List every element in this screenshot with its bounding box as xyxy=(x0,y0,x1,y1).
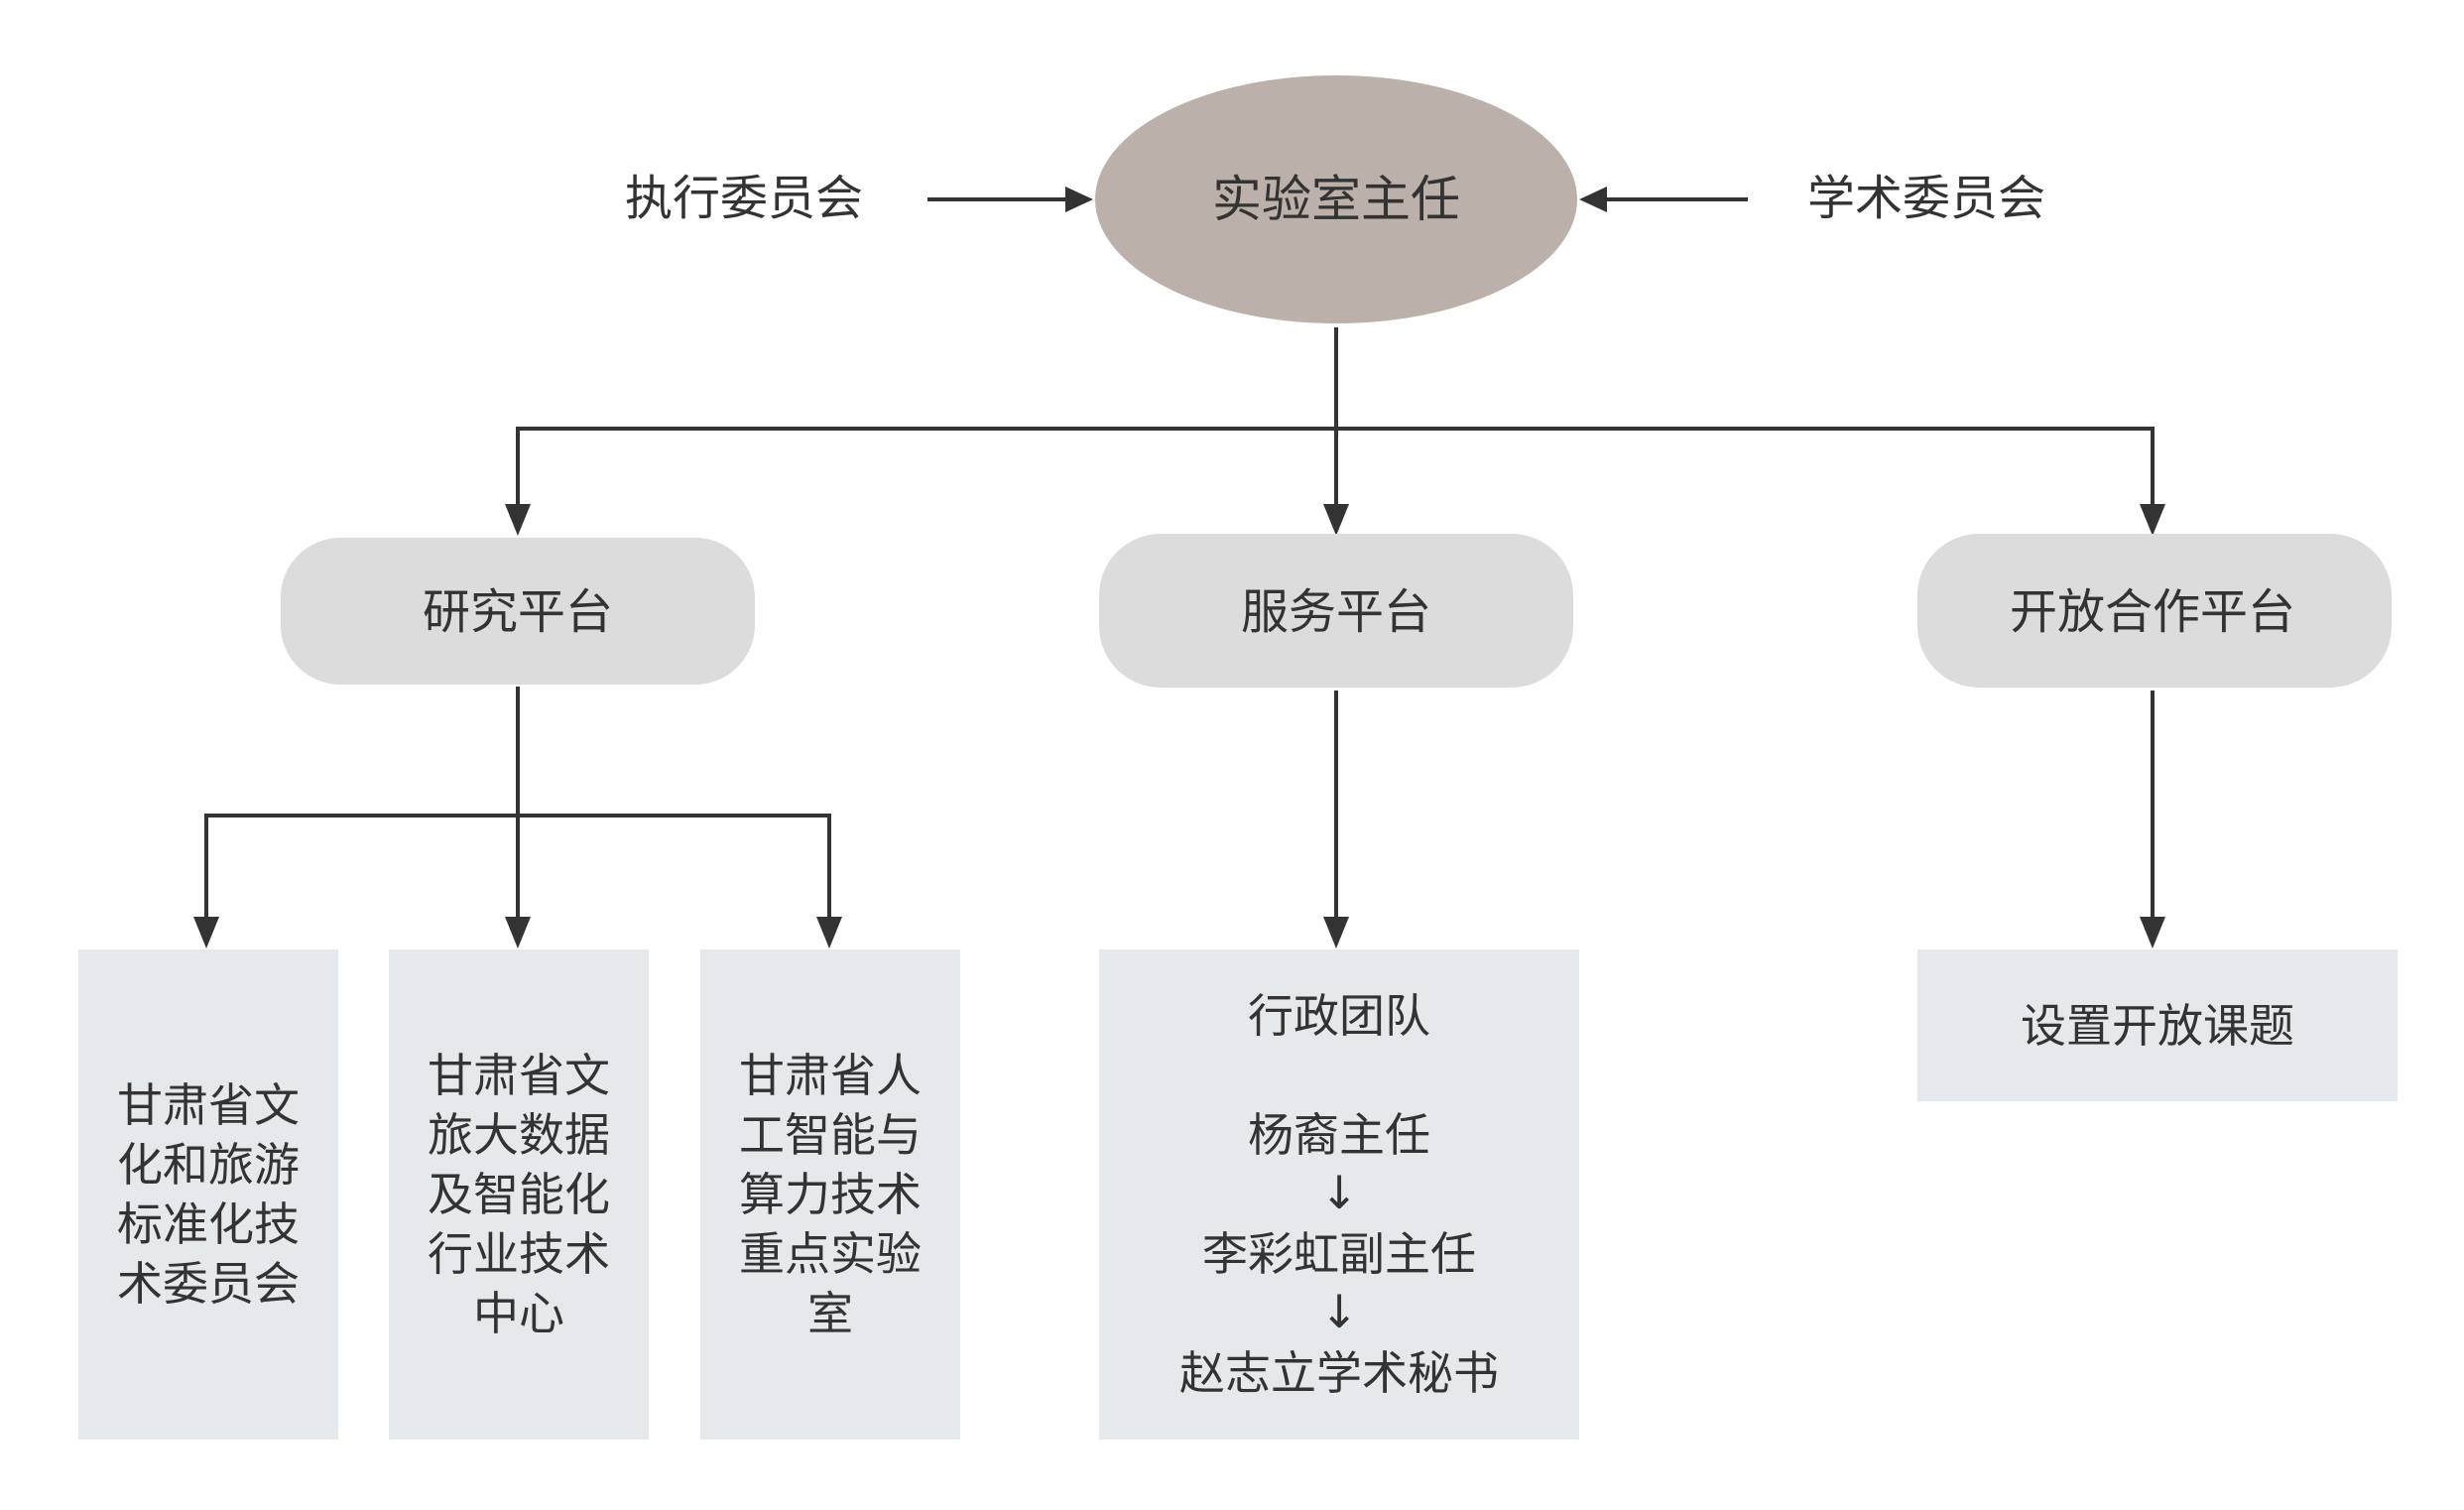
service-member-1: 杨裔主任 xyxy=(1248,1108,1430,1162)
arrowhead-to-research-box-3 xyxy=(816,917,842,948)
research-platform-node xyxy=(281,538,755,685)
research-box-2-text: 甘肃省文 旅大数据 及智能化 行业技术 中心 xyxy=(428,1049,610,1340)
arrowhead-exec-to-director xyxy=(1065,187,1093,212)
research-box-3-line: 室 xyxy=(807,1287,853,1340)
research-box-3-line: 甘肃省人 xyxy=(739,1049,922,1102)
arrowhead-to-research-box-1 xyxy=(193,917,219,948)
service-member-2: 李彩虹副主任 xyxy=(1202,1227,1476,1281)
service-arrow-1: ↓ xyxy=(1320,1166,1359,1219)
arrowhead-to-open-box xyxy=(2140,917,2165,948)
research-box-2-line: 及智能化 xyxy=(428,1168,610,1221)
research-box-3 xyxy=(700,949,960,1440)
arrowhead-to-open xyxy=(2140,504,2165,536)
service-member-3: 赵志立学术秘书 xyxy=(1179,1346,1499,1400)
research-box-1-line: 化和旅游 xyxy=(117,1138,300,1192)
research-box-3-line: 算力技术 xyxy=(739,1168,922,1221)
edge-branch-bar xyxy=(516,427,2155,508)
open-box xyxy=(1917,949,2398,1101)
academic-committee-label: 学术委员会 xyxy=(1807,171,2045,226)
research-box-2-line: 甘肃省文 xyxy=(428,1049,610,1102)
lab-director-label: 实验室主任 xyxy=(1212,171,1460,228)
open-platform-label: 开放合作平台 xyxy=(2010,584,2295,640)
research-box-2-line: 旅大数据 xyxy=(428,1108,610,1162)
arrowhead-to-research xyxy=(505,504,531,536)
research-box-3-line: 工智能与 xyxy=(739,1108,922,1162)
research-box-1-line: 标准化技 xyxy=(117,1197,300,1251)
arrowhead-academic-to-director xyxy=(1579,187,1607,212)
service-arrow-2: ↓ xyxy=(1320,1285,1359,1338)
research-box-1-text: 甘肃省文 化和旅游 标准化技 术委员会 xyxy=(117,1078,300,1311)
exec-committee-label: 执行委员会 xyxy=(625,171,863,226)
arrowhead-to-research-box-2 xyxy=(505,917,531,948)
research-box-2 xyxy=(389,949,649,1440)
service-platform-node xyxy=(1099,534,1573,688)
edges xyxy=(193,187,2165,948)
research-box-3-line: 重点实验 xyxy=(739,1227,922,1281)
research-box-2-line: 中心 xyxy=(473,1287,564,1340)
service-box xyxy=(1099,949,1579,1440)
research-box-1-line: 甘肃省文 xyxy=(117,1078,300,1132)
arrowhead-to-service xyxy=(1323,504,1349,536)
lab-director-node xyxy=(1095,75,1577,323)
research-platform-label: 研究平台 xyxy=(423,584,613,640)
service-team-title: 行政团队 xyxy=(1248,989,1430,1043)
open-platform-node xyxy=(1917,534,2392,688)
service-box-text: 行政团队 杨裔主任 ↓ 李彩虹副主任 ↓ 赵志立学术秘书 xyxy=(1179,989,1499,1400)
arrowhead-to-service-box xyxy=(1323,917,1349,948)
research-box-3-text: 甘肃省人 工智能与 算力技术 重点实验 室 xyxy=(739,1049,922,1340)
service-platform-label: 服务平台 xyxy=(1241,584,1431,640)
edge-research-bar xyxy=(204,814,831,921)
research-box-1-line: 术委员会 xyxy=(117,1257,300,1311)
research-box-2-line: 行业技术 xyxy=(428,1227,610,1281)
open-box-label: 设置开放课题 xyxy=(2021,999,2294,1053)
research-box-1 xyxy=(78,949,338,1440)
